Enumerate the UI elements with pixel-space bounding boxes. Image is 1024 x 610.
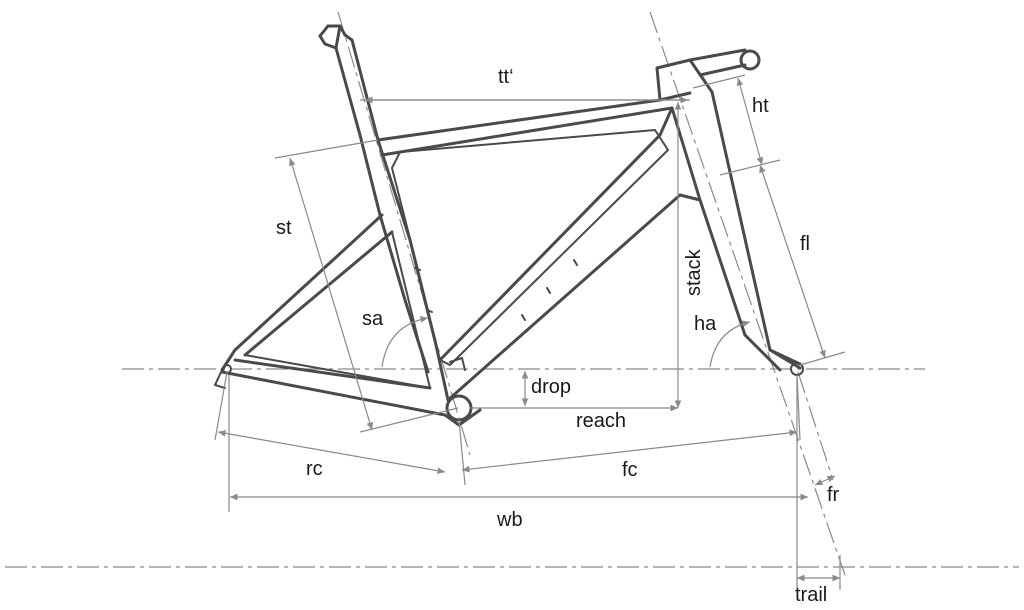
stem — [688, 48, 747, 77]
seat-clamp — [318, 24, 342, 50]
rear-dropout — [214, 369, 226, 389]
chain-stay — [220, 358, 447, 417]
rc-dimension-line — [217, 430, 446, 474]
label-stack: stack — [683, 248, 705, 296]
label-fc: fc — [622, 459, 638, 481]
label-rc: rc — [306, 458, 323, 480]
fr-dimension-line — [814, 475, 836, 486]
label-ht: ht — [752, 95, 769, 117]
fl-extension-bottom — [799, 351, 846, 366]
ha-angle-arc — [709, 320, 751, 368]
dimension-labels: tt‘ ht st fl stack sa ha drop reach rc f… — [276, 66, 840, 606]
ht-dimension-line — [736, 77, 764, 166]
bottle-mounts — [414, 259, 578, 371]
sa-angle-arc — [381, 315, 429, 368]
label-fl: fl — [800, 233, 810, 255]
top-tube — [376, 91, 692, 157]
label-st: st — [276, 217, 292, 239]
label-reach: reach — [576, 410, 626, 432]
label-sa: sa — [362, 308, 384, 330]
ht-extension-top — [692, 74, 746, 89]
label-trail: trail — [795, 584, 827, 606]
st-extension-bottom — [359, 407, 459, 433]
fork-offset-line — [797, 371, 834, 481]
handlebar-clamp — [739, 49, 761, 71]
seat-tube — [318, 24, 450, 402]
seat-stay — [220, 213, 394, 372]
steering-axis — [649, 11, 846, 576]
fl-dimension-line — [759, 164, 826, 359]
label-tt: tt‘ — [498, 66, 514, 88]
dimension-lines — [214, 74, 846, 590]
st-extension-top — [274, 139, 379, 159]
rc-extension-rear — [214, 371, 228, 441]
ht-extension-bottom — [719, 159, 781, 176]
label-ha: ha — [694, 313, 717, 335]
front-triangle-inner — [391, 129, 669, 366]
center-lines — [5, 11, 1019, 576]
label-fr: fr — [827, 484, 840, 506]
fc-dimension-line — [461, 429, 798, 473]
st-dimension-line — [288, 157, 374, 431]
label-wb: wb — [496, 509, 523, 531]
seat-tube-axis — [337, 11, 471, 456]
label-drop: drop — [531, 376, 571, 398]
